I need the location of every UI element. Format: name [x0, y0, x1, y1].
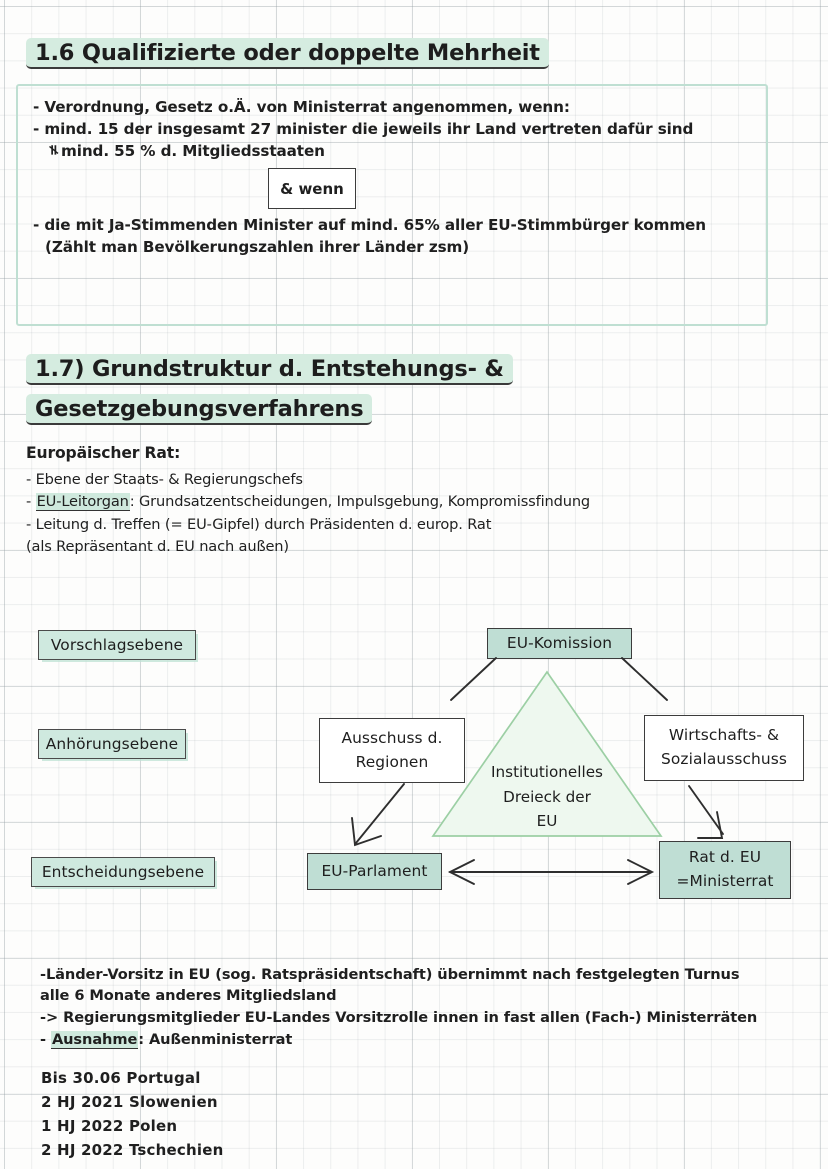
node-wirtschaftsausschuss-label-line-1: Wirtschafts- &: [668, 726, 780, 745]
rotation-line-1: -Länder-Vorsitz in EU (sog. Ratspräsiden…: [40, 966, 740, 983]
rat-bullet-1: - Ebene der Staats- & Regierungschefs: [26, 471, 303, 488]
presidency-item-2: 2 HJ 2021 Slowenien: [41, 1093, 218, 1111]
rat-bullet-2: - EU-Leitorgan: Grundsatzentscheidungen,…: [26, 493, 591, 511]
majority-line-1: - Verordnung, Gesetz o.Ä. von Ministerra…: [33, 98, 570, 116]
rotation-line-2: alle 6 Monate anderes Mitgliedsland: [40, 987, 337, 1004]
europaeischer-rat-subheading: Europäischer Rat:: [26, 444, 181, 462]
node-rat-der-eu[interactable]: Rat d. EU =Ministerrat: [659, 841, 791, 899]
section-1-7-heading-line-2: Gesetzgebungsverfahrens: [26, 394, 373, 425]
rotation-line-3: -> Regierungsmitglieder EU-Landes Vorsit…: [40, 1009, 758, 1026]
ausnahme-highlight: Ausnahme: [50, 1031, 139, 1049]
rotation-exception-prefix: -: [40, 1031, 51, 1048]
node-ausschuss-der-regionen[interactable]: Ausschuss d. Regionen: [319, 718, 465, 783]
rotation-exception-suffix: : Außenministerrat: [138, 1031, 293, 1048]
node-wirtschafts-und-sozialausschuss[interactable]: Wirtschafts- & Sozialausschuss: [644, 715, 804, 781]
majority-line-4: - die mit Ja-Stimmenden Minister auf min…: [33, 216, 706, 234]
presidency-item-1: Bis 30.06 Portugal: [41, 1069, 201, 1087]
node-eu-parlament-label: EU-Parlament: [321, 861, 428, 880]
level-tag-entscheidungsebene[interactable]: Entscheidungsebene: [31, 857, 215, 887]
not-equal-symbol: ≠: [44, 143, 63, 157]
level-tag-anhoerungsebene[interactable]: Anhörungsebene: [38, 729, 186, 759]
presidency-item-4: 2 HJ 2022 Tschechien: [41, 1141, 224, 1159]
rat-bullet-2-prefix: -: [26, 493, 36, 510]
level-tag-anhoerungsebene-label: Anhörungsebene: [45, 735, 179, 753]
node-eu-kommission-label: EU-Komission: [506, 633, 613, 652]
rat-bullet-4: (als Repräsentant d. EU nach außen): [26, 538, 289, 555]
node-eu-parlament[interactable]: EU-Parlament: [307, 853, 442, 890]
section-1-7-heading-line-1: 1.7) Grundstruktur d. Entstehungs- &: [26, 354, 513, 385]
eu-leitorgan-highlight: EU-Leitorgan: [35, 493, 130, 511]
and-if-box: & wenn: [268, 168, 356, 209]
rotation-exception-line: - Ausnahme: Außenministerrat: [40, 1031, 293, 1049]
majority-line-3: mind. 55 % d. Mitgliedsstaaten: [61, 142, 325, 160]
node-rat-label-line-1: Rat d. EU: [688, 848, 762, 867]
connector-ausschuss-to-parlament: [355, 783, 405, 844]
connector-wirtschaft-to-rat: [688, 785, 724, 835]
majority-line-2: - mind. 15 der insgesamt 27 minister die…: [33, 120, 694, 138]
node-ausschuss-label-line-1: Ausschuss d.: [341, 728, 443, 747]
institutional-triangle: [431, 670, 663, 837]
node-wirtschaftsausschuss-label-line-2: Sozialausschuss: [661, 750, 787, 768]
presidency-item-3: 1 HJ 2022 Polen: [41, 1117, 178, 1135]
section-1-6-heading: 1.6 Qualifizierte oder doppelte Mehrheit: [26, 38, 549, 69]
node-eu-kommission[interactable]: EU-Komission: [487, 628, 632, 659]
level-tag-entscheidungsebene-label: Entscheidungsebene: [41, 863, 205, 881]
rat-bullet-3: - Leitung d. Treffen (= EU-Gipfel) durch…: [26, 516, 492, 533]
level-tag-vorschlagsebene[interactable]: Vorschlagsebene: [38, 630, 196, 660]
qualified-majority-box: [16, 84, 768, 326]
rat-bullet-2-suffix: : Grundsatzentscheidungen, Impulsgebung,…: [129, 493, 591, 510]
node-ausschuss-label-line-2: Regionen: [355, 752, 429, 771]
majority-line-5: (Zählt man Bevölkerungszahlen ihrer Länd…: [45, 238, 470, 256]
level-tag-vorschlagsebene-label: Vorschlagsebene: [50, 636, 184, 654]
node-rat-label-line-2: =Ministerrat: [676, 872, 774, 890]
